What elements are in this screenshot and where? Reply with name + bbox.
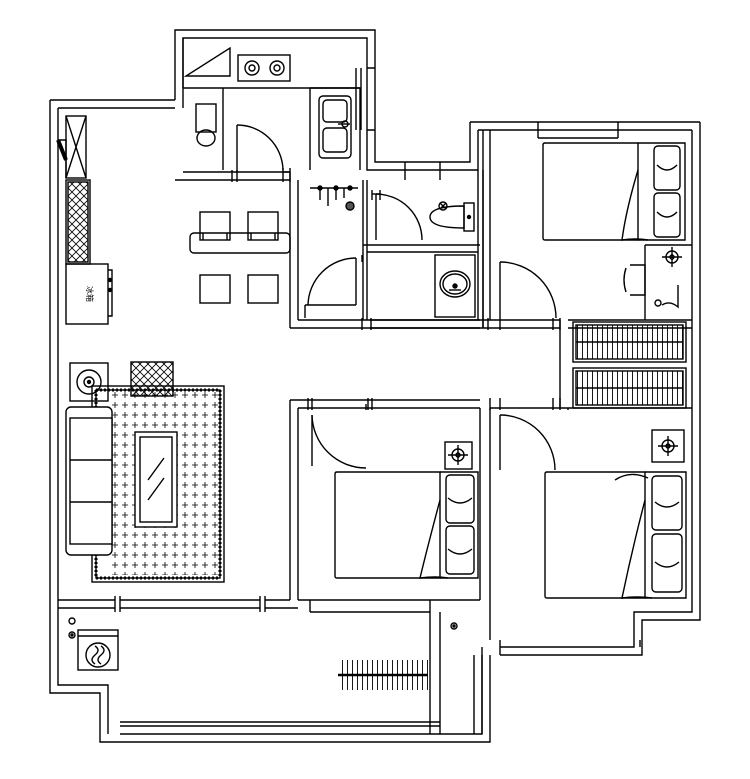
stove-icon [237,54,291,82]
washing-machine-icon [68,617,119,671]
fridge [65,263,113,325]
second-bedroom [289,400,491,640]
clothes-rack-icon [338,660,428,690]
sink-icon [318,95,352,159]
tall-cabinet [56,115,91,265]
balcony-wall [58,596,483,734]
sofa [65,406,113,556]
toilet-icon [429,201,475,232]
washbasin-icon [434,254,476,318]
coffee-table [134,431,178,528]
fridge-label: 冰箱 [85,286,95,302]
third-bedroom [499,407,692,655]
dining-table [189,211,291,304]
floor-lamp-icon [69,362,109,402]
wardrobe-lower [572,367,687,409]
wall-marks [231,168,561,410]
shower-icon [310,185,358,211]
master-bedroom [482,122,692,329]
wardrobe-upper [572,321,687,363]
floor-drain-icon [450,622,458,630]
bin-icon [195,103,217,147]
corridor [290,319,561,409]
